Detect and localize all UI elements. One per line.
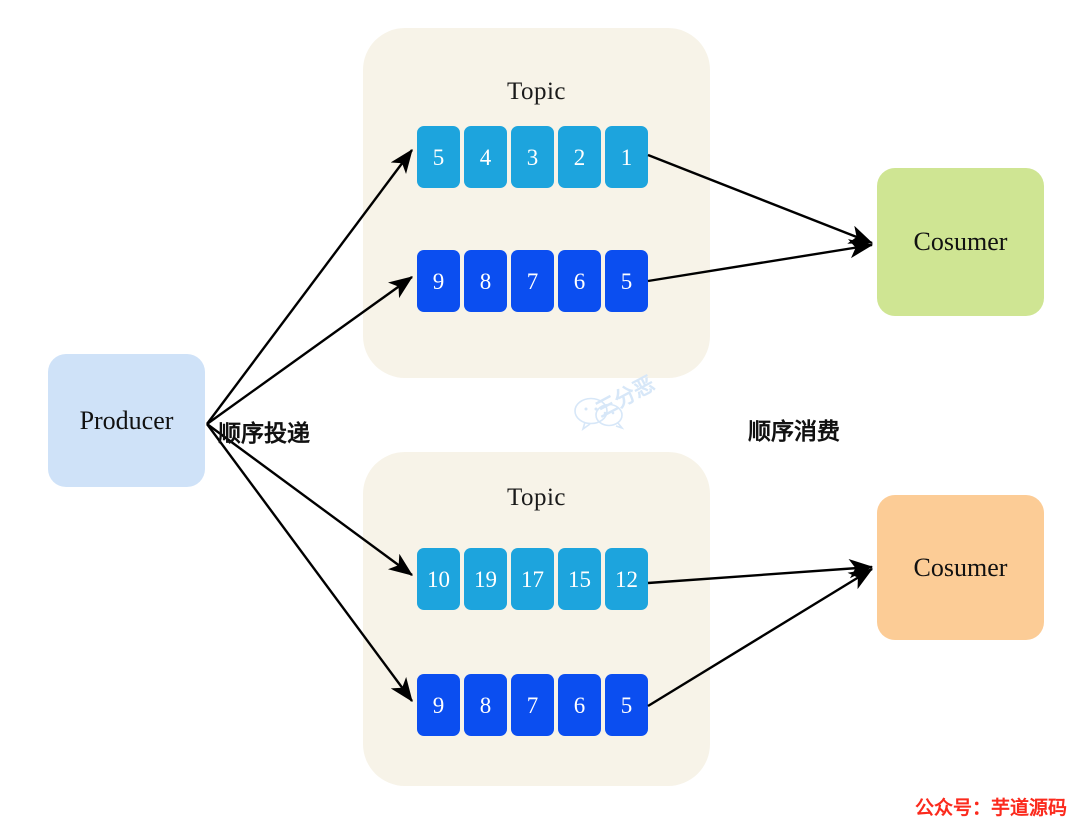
queue-cell: 2 (558, 126, 601, 188)
consumer-node-green: Cosumer (877, 168, 1044, 316)
queue-2-dark: 9 8 7 6 5 (417, 250, 648, 312)
edge-label-produce: 顺序投递 (218, 421, 310, 446)
queue-cell: 8 (464, 250, 507, 312)
footer-note: 公众号：芋道源码 (915, 798, 1068, 819)
queue-4-dark: 9 8 7 6 5 (417, 674, 648, 736)
queue-3-light: 10 19 17 15 12 (417, 548, 648, 610)
queue-cell: 5 (417, 126, 460, 188)
consumer-node-orange: Cosumer (877, 495, 1044, 640)
producer-label: Producer (79, 405, 174, 435)
queue-1-light: 5 4 3 2 1 (417, 126, 648, 188)
queue-cell: 6 (558, 250, 601, 312)
queue-cell: 5 (605, 250, 648, 312)
queue-cell: 9 (417, 674, 460, 736)
queue-cell: 8 (464, 674, 507, 736)
producer-node: Producer (48, 354, 205, 487)
queue-cell: 3 (511, 126, 554, 188)
queue-cell: 10 (417, 548, 460, 610)
topic-title-2: Topic (506, 484, 567, 511)
queue-cell: 17 (511, 548, 554, 610)
edge-label-consume: 顺序消费 (748, 419, 840, 444)
queue-cell: 1 (605, 126, 648, 188)
queue-cell: 12 (605, 548, 648, 610)
queue-cell: 15 (558, 548, 601, 610)
queue-cell: 6 (558, 674, 601, 736)
wechat-bubbles-icon (574, 397, 625, 431)
watermark: 三分恶 (572, 372, 712, 444)
topic-panel-1: Topic (363, 28, 710, 378)
consumer-label: Cosumer (913, 227, 1008, 256)
queue-cell: 9 (417, 250, 460, 312)
queue-cell: 5 (605, 674, 648, 736)
topic-title-1: Topic (506, 78, 567, 105)
queue-cell: 19 (464, 548, 507, 610)
queue-cell: 7 (511, 250, 554, 312)
queue-cell: 4 (464, 126, 507, 188)
consumer-label: Cosumer (913, 552, 1008, 582)
queue-cell: 7 (511, 674, 554, 736)
